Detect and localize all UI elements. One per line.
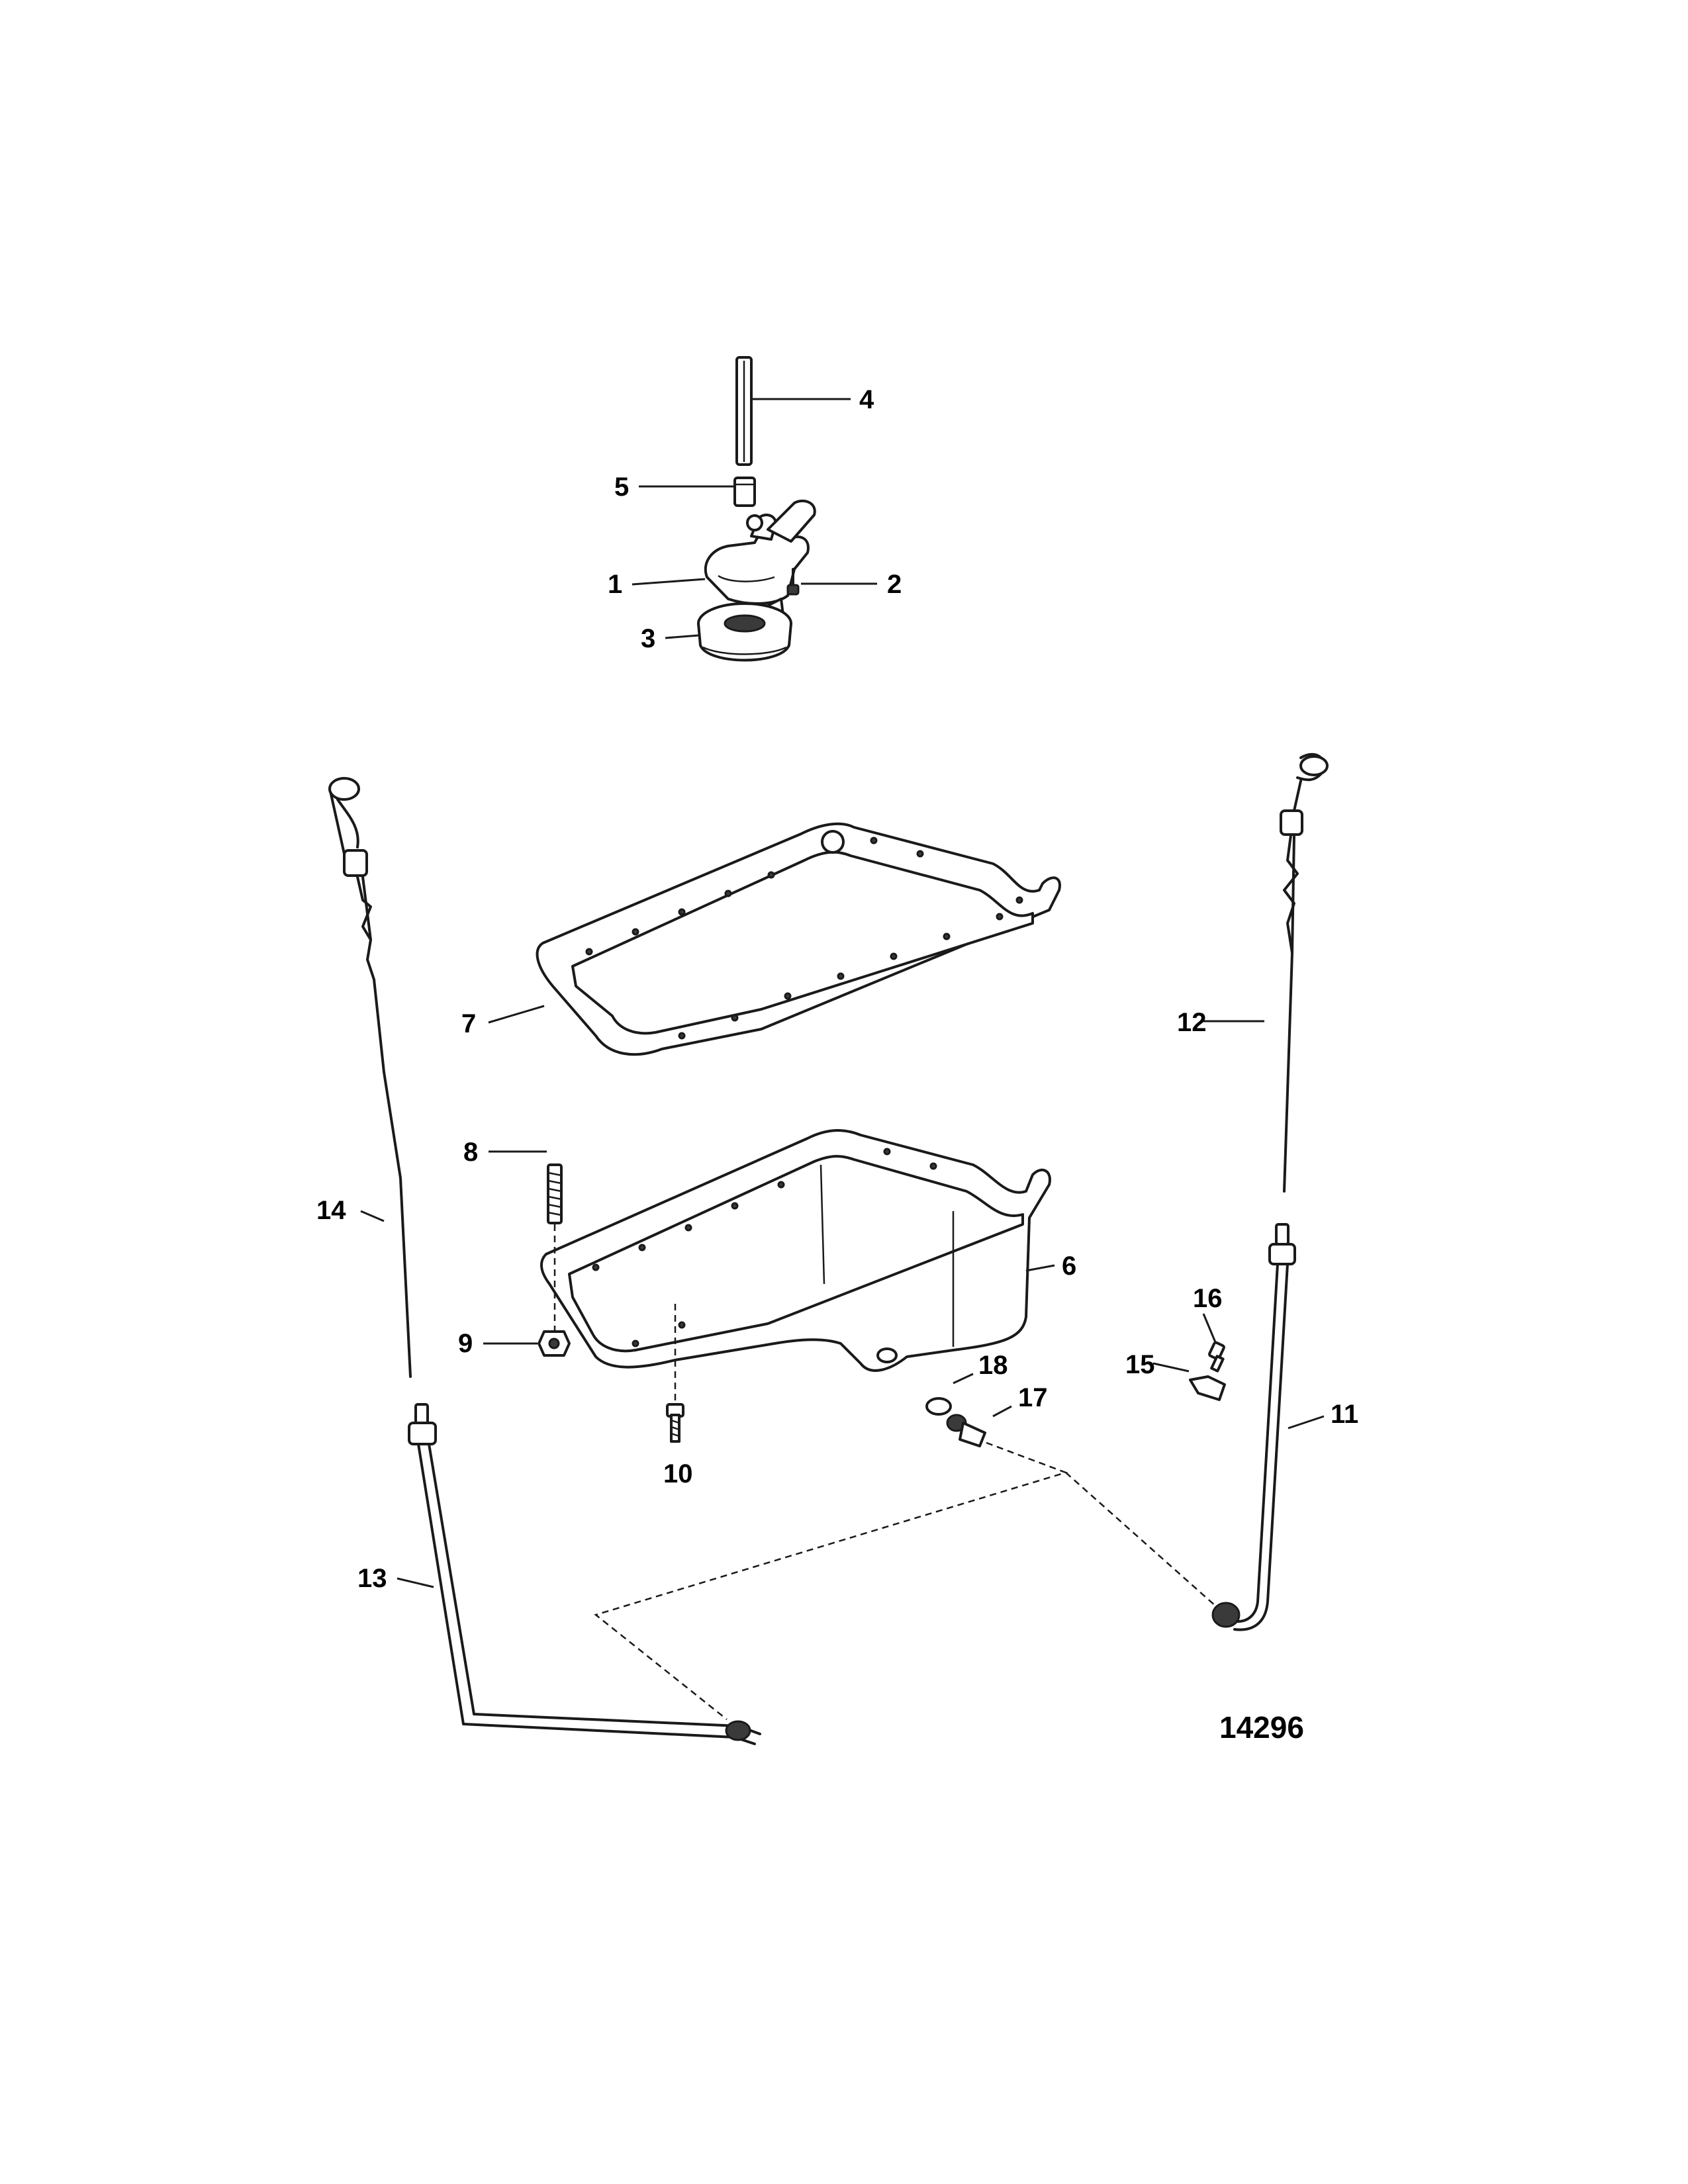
- dipstick-left: [328, 777, 412, 1378]
- callout-2: 2: [887, 570, 902, 599]
- callout-6: 6: [1062, 1251, 1076, 1281]
- callout-8: 8: [463, 1138, 478, 1167]
- callout-14: 14: [316, 1196, 346, 1225]
- dipstick-right: [1280, 752, 1329, 1193]
- oil-pump-driveshaft: [735, 356, 753, 466]
- driveshaft-retainer-sleeve: [733, 477, 756, 507]
- leader-lines: [360, 398, 1325, 1588]
- drain-dashed-linkage: [594, 1441, 1068, 1720]
- drain-plug: [946, 1414, 986, 1447]
- tube-clip: [1189, 1375, 1226, 1401]
- callout-11: 11: [1331, 1400, 1358, 1429]
- callout-12: 12: [1177, 1008, 1207, 1037]
- tube-dashed-linkage: [1065, 1472, 1217, 1608]
- dipstick-tube-left: [408, 1403, 761, 1745]
- pump-screw: [786, 568, 800, 596]
- figure-id: 14296: [1219, 1710, 1304, 1745]
- callout-4: 4: [859, 385, 874, 414]
- stud-nut: [538, 1330, 571, 1357]
- dipstick-tube-right: [1211, 1223, 1296, 1631]
- callout-13: 13: [357, 1564, 387, 1593]
- oil-pan: [540, 1129, 1051, 1372]
- callout-5: 5: [614, 473, 629, 502]
- callout-7: 7: [461, 1009, 476, 1038]
- pan-flange-holes: [592, 1148, 937, 1347]
- callout-16: 16: [1193, 1284, 1223, 1313]
- callout-17: 17: [1018, 1383, 1048, 1412]
- callout-18: 18: [978, 1351, 1008, 1380]
- pan-stud: [547, 1163, 563, 1224]
- oil-pan-gasket: [536, 822, 1061, 1056]
- drain-plug-washer: [925, 1397, 952, 1416]
- callout-3: 3: [641, 624, 655, 653]
- pan-bolt: [666, 1403, 684, 1443]
- callout-15: 15: [1125, 1350, 1155, 1379]
- gasket-bolt-holes: [585, 837, 1023, 1040]
- callout-9: 9: [458, 1329, 473, 1358]
- clip-screw: [1208, 1341, 1225, 1373]
- pickup-screen: [697, 602, 792, 662]
- callout-10: 10: [663, 1459, 693, 1488]
- callout-1: 1: [608, 570, 622, 599]
